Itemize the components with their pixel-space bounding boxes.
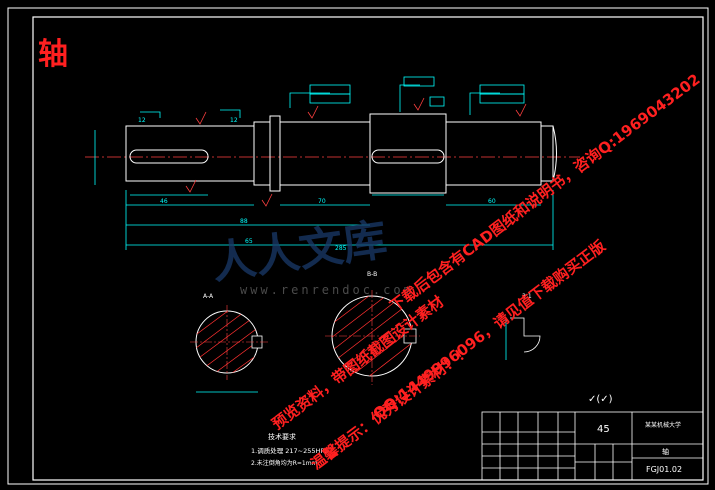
dim-len-b: 88: [240, 218, 248, 225]
inner-frame: [32, 16, 704, 481]
title-block-material: 45: [597, 424, 610, 435]
section-aa: [190, 305, 270, 393]
dim-len-c: 70: [318, 198, 326, 205]
watermark-site-cn: 人人文库: [209, 214, 390, 289]
watermark-ad-4: 温馨提示：优秀设计素材！！: [308, 341, 475, 473]
segment-shoulder: [253, 121, 271, 186]
dim-overall-length: 285: [335, 245, 347, 252]
end-chamfer: [552, 125, 557, 182]
segment-collar: [269, 115, 281, 192]
tech-req-title: 技术要求: [268, 432, 296, 441]
outer-frame: [7, 7, 709, 485]
dimension-lines: [94, 84, 554, 250]
roughness-marks: [185, 97, 527, 207]
tech-req-line1: 1.调质处理 217~255HRS: [251, 446, 329, 455]
dim-len-f: 12: [230, 117, 238, 124]
dim-len-a: 46: [160, 198, 168, 205]
keyway-right: [371, 149, 445, 164]
tech-req-line2: 2.未注倒角均为R=1mm: [251, 459, 318, 467]
drawing-title: 轴: [38, 37, 68, 72]
watermark-ad-2: 预览资料，带图纸截图设计素材: [269, 292, 448, 433]
segment-raised: [369, 113, 447, 194]
segment-end: [540, 125, 554, 182]
keyway-left: [129, 149, 209, 164]
dim-len-e: 12: [138, 117, 146, 124]
title-block-drawing-no: FGJ01.02: [646, 465, 682, 474]
watermark-site-url: www.renrendoc.com: [240, 283, 414, 297]
title-block-part-name: 轴: [662, 447, 669, 456]
dim-len-d: 60: [488, 198, 496, 205]
section-label-aa: A-A: [203, 293, 214, 300]
title-block-school: 某某机械大学: [645, 421, 681, 429]
segment-middle: [279, 121, 371, 186]
detail-view: [505, 317, 541, 360]
tolerance-frames: [309, 76, 525, 107]
segment-left: [125, 125, 255, 182]
title-block: [481, 411, 704, 481]
segment-right: [445, 121, 542, 186]
dim-total-length: 65: [245, 238, 253, 245]
roughness-note: ✓(✓): [588, 394, 613, 405]
detail-label: 3:1: [522, 293, 532, 300]
section-label-bb: B-B: [367, 271, 377, 278]
shaft-main-view: [85, 113, 580, 194]
